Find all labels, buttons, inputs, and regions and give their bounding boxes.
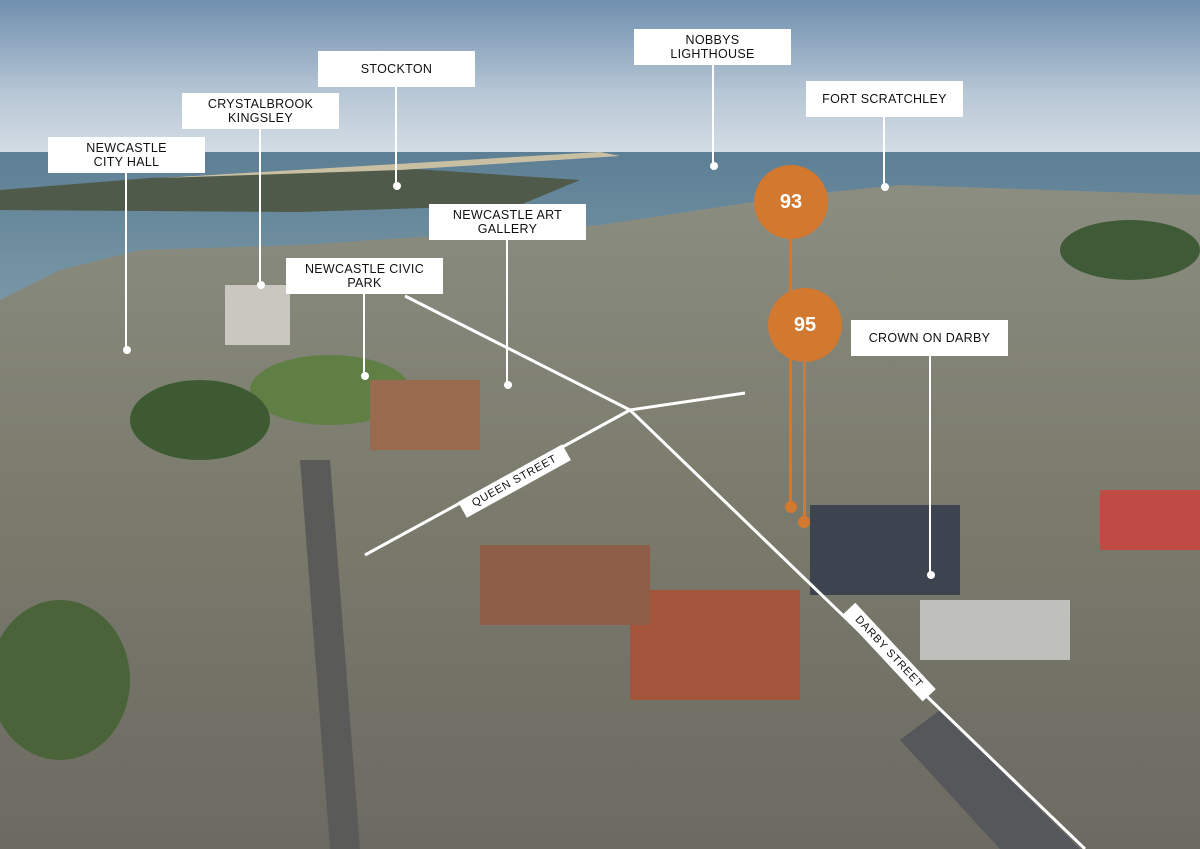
crown-marker — [927, 571, 935, 579]
pin-95-leader — [803, 355, 806, 522]
trees — [0, 600, 130, 760]
label-newcastle-city-hall: NEWCASTLE CITY HALL — [48, 137, 205, 173]
pin-95-marker — [798, 516, 810, 528]
trees — [1060, 220, 1200, 280]
land — [0, 185, 1200, 849]
road — [300, 460, 360, 849]
crown-leader — [929, 356, 931, 575]
pin-93-marker — [785, 501, 797, 513]
sand — [160, 152, 620, 178]
kingsley-leader — [259, 129, 261, 285]
pin-95[interactable]: 95 — [768, 288, 842, 362]
label-crown-on-darby: CROWN ON DARBY — [851, 320, 1008, 356]
label-newcastle-art-gallery: NEWCASTLE ART GALLERY — [429, 204, 586, 240]
label-newcastle-civic-park: NEWCASTLE CIVIC PARK — [286, 258, 443, 294]
building — [225, 285, 290, 345]
art-gallery-marker — [504, 381, 512, 389]
building — [480, 545, 650, 625]
stockton-shore — [0, 168, 580, 212]
pin-93[interactable]: 93 — [754, 165, 828, 239]
stockton-marker — [393, 182, 401, 190]
nobbys-marker — [710, 162, 718, 170]
art-gallery-leader — [506, 240, 508, 385]
trees — [130, 380, 270, 460]
city-hall-marker — [123, 346, 131, 354]
building — [810, 505, 960, 595]
civic-park-marker — [361, 372, 369, 380]
label-stockton: STOCKTON — [318, 51, 475, 87]
kingsley-marker — [257, 281, 265, 289]
civic-park-leader — [363, 294, 365, 376]
city-hall-leader — [125, 173, 127, 350]
pin-93-leader — [789, 230, 792, 506]
stockton-leader — [395, 87, 397, 186]
building — [370, 380, 480, 450]
fort-marker — [881, 183, 889, 191]
building — [920, 600, 1070, 660]
nobbys-leader — [712, 65, 714, 166]
fort-leader — [883, 117, 885, 187]
label-nobbys-lighthouse: NOBBYS LIGHTHOUSE — [634, 29, 791, 65]
building — [630, 590, 800, 700]
road — [900, 710, 1080, 849]
sky — [0, 0, 1200, 160]
queen-street-line — [364, 391, 746, 557]
label-crystalbrook-kingsley: CRYSTALBROOK KINGSLEY — [182, 93, 339, 129]
building — [1100, 490, 1200, 550]
label-fort-scratchley: FORT SCRATCHLEY — [806, 81, 963, 117]
